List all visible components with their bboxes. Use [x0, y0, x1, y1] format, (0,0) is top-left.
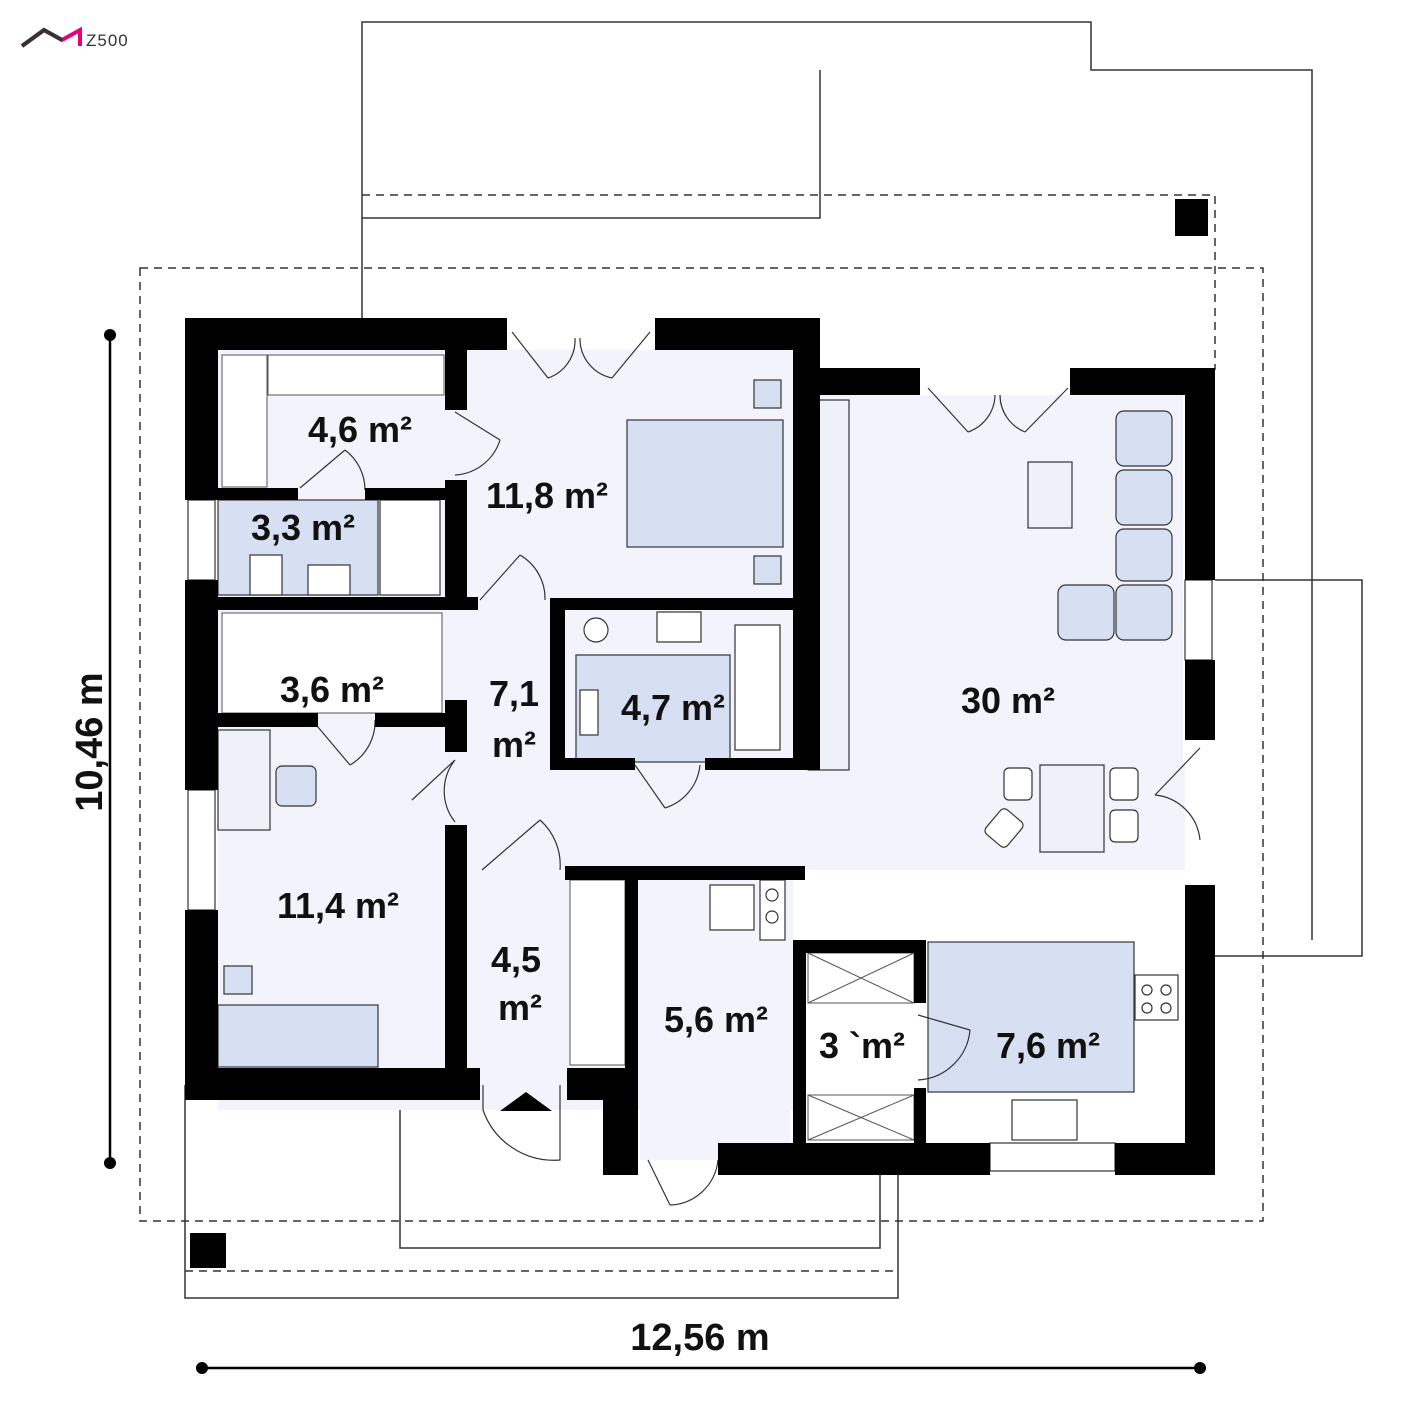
- height-label: 10,46 m: [69, 672, 111, 811]
- furniture: [217, 379, 1173, 1093]
- room-label-wardrobe-top: 4,6 m²: [308, 409, 412, 450]
- room-label-entrance: 4,5: [491, 939, 541, 980]
- roof-dashed-outline: [139, 194, 1264, 1272]
- room-label-bathroom: 4,7 m²: [621, 687, 725, 728]
- z500-logo: Z500: [20, 26, 129, 50]
- room-label-kitchen: 7,6 m²: [996, 1025, 1100, 1066]
- room-label-pantry: 3 `m²: [819, 1025, 905, 1066]
- door-swings: [299, 331, 1201, 1206]
- room-label-utility: 5,6 m²: [664, 999, 768, 1040]
- height-dimension: 10,46 m: [69, 329, 116, 1169]
- logo-text: Z500: [86, 31, 129, 50]
- room-label-living: 30 m²: [961, 680, 1055, 721]
- entrance-arrow: [500, 1092, 552, 1111]
- roof-outline: [184, 21, 1363, 1299]
- chimney: [190, 1233, 226, 1268]
- stove-burners: [765, 888, 1172, 1014]
- dining-chairs: [984, 767, 1139, 848]
- room-label-entrance-unit: m²: [498, 987, 542, 1028]
- bath-fixtures: [249, 499, 1179, 1141]
- chimney: [1175, 199, 1208, 236]
- room-label-bath-small: 3,3 m²: [251, 507, 355, 548]
- width-dimension: 12,56 m: [196, 1317, 1206, 1374]
- room-labels: 4,6 m² 11,8 m² 3,3 m² 3,6 m² 7,1 m² 4,7 …: [251, 409, 1100, 1066]
- width-label: 12,56 m: [630, 1317, 769, 1359]
- windows: [187, 499, 1213, 1172]
- wardrobe-crosses: [807, 952, 915, 1141]
- room-label-wardrobe-mid: 3,6 m²: [280, 669, 384, 710]
- walls: [185, 318, 1215, 1175]
- room-label-master-bedroom: 11,8 m²: [486, 475, 608, 516]
- room-label-bedroom-2: 11,4 m²: [277, 885, 399, 926]
- room-label-hall-unit: m²: [492, 724, 536, 765]
- room-label-hall: 7,1: [489, 673, 539, 714]
